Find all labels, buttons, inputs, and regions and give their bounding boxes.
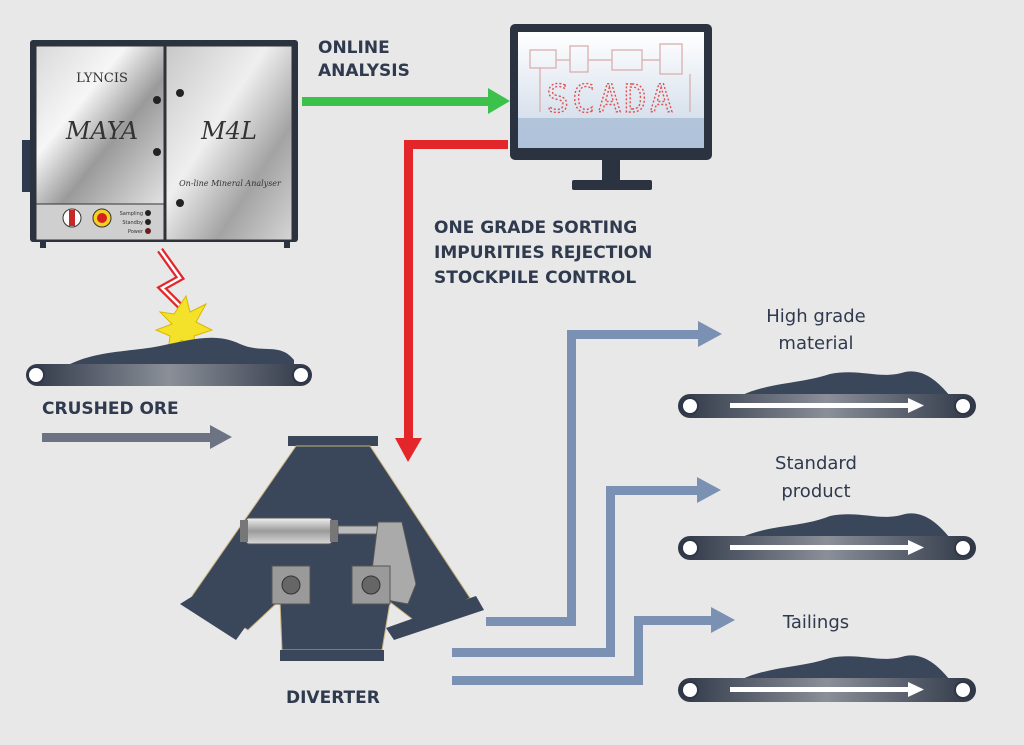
conveyor-roller-icon bbox=[27, 366, 45, 384]
crushed-ore-label: CRUSHED ORE bbox=[42, 399, 179, 419]
analyser-model-left: MAYA bbox=[65, 117, 138, 145]
process-mimic-graphic bbox=[529, 43, 691, 112]
analyser-foot bbox=[40, 240, 46, 248]
output-label-high-grade-line1: High grade bbox=[766, 306, 865, 327]
output-label-tailings: Tailings bbox=[782, 612, 849, 633]
analyser-model-right: M4L bbox=[200, 117, 257, 145]
diverter bbox=[180, 436, 484, 661]
analyser-foot bbox=[284, 240, 290, 248]
diverter-outlet-flange-right bbox=[386, 596, 484, 640]
conveyor-roller-icon bbox=[954, 681, 972, 699]
indicator-lamp-icon bbox=[145, 228, 151, 234]
belt-direction-arrowhead bbox=[908, 682, 924, 697]
flow-arrow-high-grade bbox=[486, 321, 722, 626]
door-latch-icon bbox=[176, 89, 184, 97]
analyser-door-left bbox=[35, 45, 165, 205]
lightning-bolt-icon bbox=[154, 247, 214, 354]
ore-pile bbox=[70, 337, 294, 366]
online-analysis-label-line2: ANALYSIS bbox=[318, 61, 410, 81]
output-flow-arrows bbox=[452, 321, 735, 685]
belt-direction-arrowhead bbox=[908, 398, 924, 413]
crushed-ore-conveyor bbox=[26, 337, 312, 386]
ore-pile bbox=[740, 655, 950, 680]
belt-direction-arrow bbox=[730, 687, 910, 692]
online-analysis-arrow bbox=[302, 88, 510, 114]
indicator-label: Standby bbox=[122, 220, 143, 226]
belt-direction-arrow bbox=[730, 545, 910, 550]
ore-pile bbox=[740, 371, 950, 396]
door-latch-icon bbox=[153, 148, 161, 156]
actuator-cylinder bbox=[245, 517, 333, 545]
monitor-neck bbox=[602, 160, 620, 182]
conveyor-roller-icon bbox=[954, 539, 972, 557]
ore-pile bbox=[740, 513, 950, 538]
scada-monitor: SCADA bbox=[510, 24, 712, 190]
conveyor-roller-icon bbox=[681, 681, 699, 699]
conveyor-roller-icon bbox=[681, 539, 699, 557]
ore-feed-arrow bbox=[42, 425, 232, 449]
conveyor-roller-icon bbox=[292, 366, 310, 384]
analyser-brand: LYNCIS bbox=[76, 71, 128, 86]
output-conveyor-tailings bbox=[678, 655, 976, 702]
main-switch-handle bbox=[69, 210, 75, 226]
control-signal-arrow bbox=[395, 140, 508, 462]
emergency-stop-button bbox=[97, 213, 107, 223]
output-label-standard-line2: product bbox=[781, 481, 850, 502]
actuator-endcap bbox=[240, 520, 248, 542]
indicator-lamp-icon bbox=[145, 210, 151, 216]
conveyor-roller-icon bbox=[681, 397, 699, 415]
door-latch-icon bbox=[153, 96, 161, 104]
analyser-subtitle: On-line Mineral Analyser bbox=[179, 179, 282, 188]
online-analysis-label-line1: ONLINE bbox=[318, 38, 390, 58]
belt-direction-arrowhead bbox=[908, 540, 924, 555]
control-function-2: IMPURITIES REJECTION bbox=[434, 243, 652, 263]
analyser-door-right bbox=[165, 45, 293, 241]
monitor-screen-lower bbox=[518, 118, 704, 148]
indicator-label: Sampling bbox=[120, 211, 143, 217]
output-label-standard-line1: Standard bbox=[775, 453, 857, 474]
diverter-label: DIVERTER bbox=[286, 688, 380, 708]
actuator-endcap bbox=[330, 520, 338, 542]
diverter-outlet-flange-left bbox=[180, 594, 246, 640]
control-function-1: ONE GRADE SORTING bbox=[434, 218, 637, 238]
output-label-high-grade-line2: material bbox=[778, 333, 853, 354]
scada-screen-text: SCADA bbox=[546, 77, 675, 121]
belt-direction-arrow bbox=[730, 403, 910, 408]
diverter-inlet-flange bbox=[288, 436, 378, 446]
control-function-3: STOCKPILE CONTROL bbox=[434, 268, 636, 288]
output-conveyor-high-grade bbox=[678, 371, 976, 418]
door-latch-icon bbox=[176, 199, 184, 207]
indicator-lamp-icon bbox=[145, 219, 151, 225]
conveyor-roller-icon bbox=[954, 397, 972, 415]
indicator-label: Power bbox=[128, 229, 144, 235]
mineral-analyser: LYNCIS MAYA M4L On-line Mineral Analyser… bbox=[22, 40, 298, 248]
output-conveyor-standard bbox=[678, 513, 976, 560]
flow-arrow-tailings bbox=[452, 607, 735, 685]
bearing-icon bbox=[361, 575, 381, 595]
bearing-icon bbox=[281, 575, 301, 595]
diverter-outlet-flange-middle bbox=[280, 650, 384, 661]
flow-arrow-standard bbox=[452, 477, 721, 657]
monitor-stand bbox=[572, 180, 652, 190]
conveyor-belt bbox=[26, 364, 312, 386]
